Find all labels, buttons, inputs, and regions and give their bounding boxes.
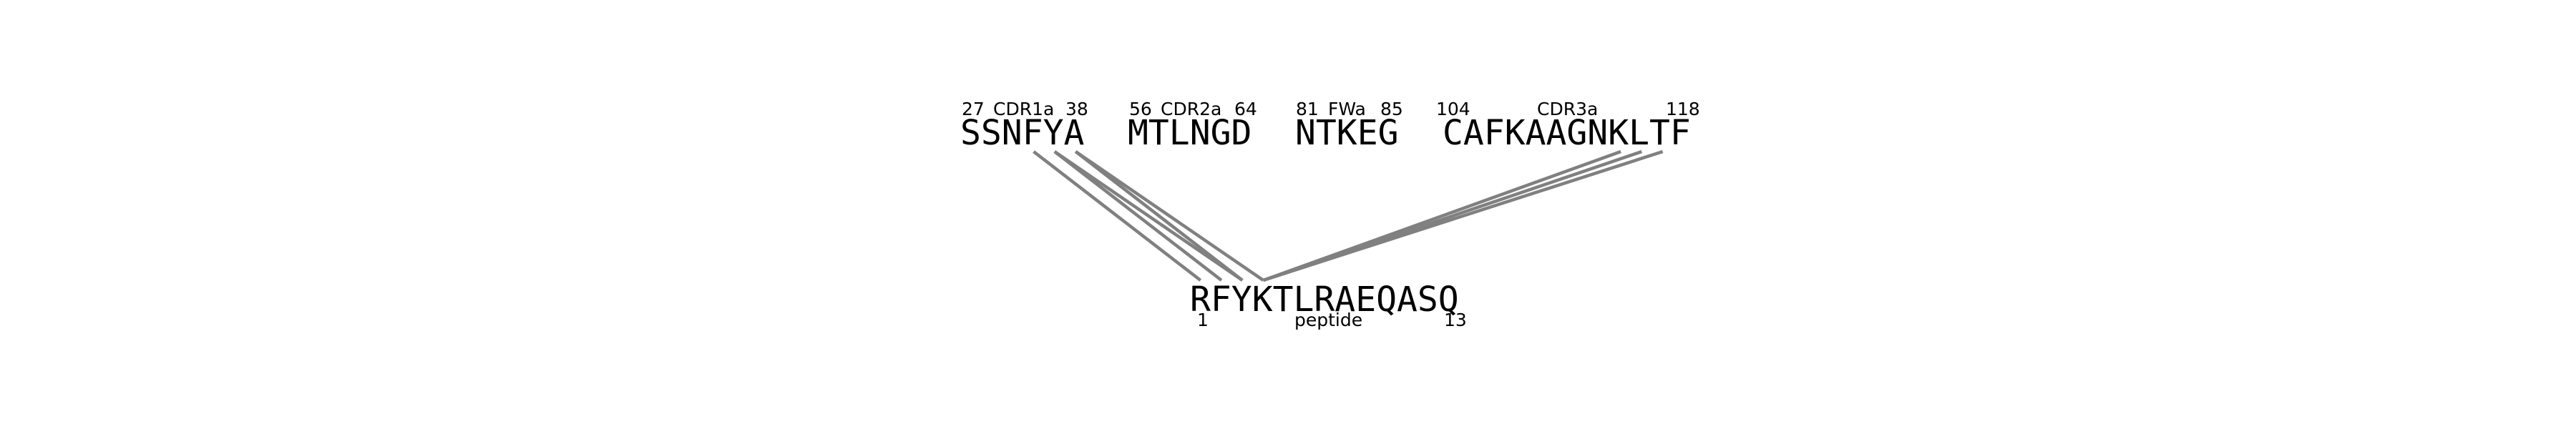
segment-cdr3a: 104 CDR3a 118 CAFKAAGNKLTF: [1436, 99, 1700, 153]
segment-end-number: 64: [1234, 99, 1257, 119]
segment-cdr1a: 27 CDR1a 38 SSNFYA: [960, 99, 1088, 153]
segment-fwa: 81 FWa 85 NTKEG: [1295, 99, 1403, 153]
segment-start-number: 56: [1129, 99, 1152, 119]
segment-name: CDR2a: [1161, 99, 1221, 119]
contact-line: [1074, 150, 1264, 282]
segment-end-number: 85: [1380, 99, 1403, 119]
segment-start-number: 27: [962, 99, 985, 119]
peptide-start-number: 1: [1197, 310, 1209, 330]
segment-start-number: 104: [1436, 99, 1470, 119]
contact-line: [1033, 150, 1202, 282]
contact-line: [1074, 150, 1244, 282]
segment-name: CDR3a: [1537, 99, 1598, 119]
segment-sequence: SSNFYA: [960, 113, 1084, 153]
peptide-end-number: 13: [1444, 310, 1467, 330]
contact-line: [1053, 150, 1223, 282]
segment-start-number: 81: [1296, 99, 1319, 119]
segment-end-number: 38: [1065, 99, 1088, 119]
segment-sequence: CAFKAAGNKLTF: [1443, 113, 1691, 153]
segment-cdr2a: 56 CDR2a 64 MTLNGD: [1128, 99, 1257, 153]
segment-name: FWa: [1328, 99, 1366, 119]
peptide-label: peptide: [1294, 310, 1362, 330]
contact-line: [1053, 150, 1244, 282]
peptide: RFYKTLRAEQASQ 1 peptide 13: [1190, 280, 1467, 330]
segment-sequence: NTKEG: [1295, 113, 1399, 153]
peptide-sequence: RFYKTLRAEQASQ: [1190, 280, 1459, 320]
contact-lines: [1033, 149, 1664, 282]
segment-sequence: MTLNGD: [1128, 113, 1252, 153]
segment-end-number: 118: [1666, 99, 1700, 119]
contact-line: [1262, 149, 1664, 282]
segment-name: CDR1a: [993, 99, 1054, 119]
